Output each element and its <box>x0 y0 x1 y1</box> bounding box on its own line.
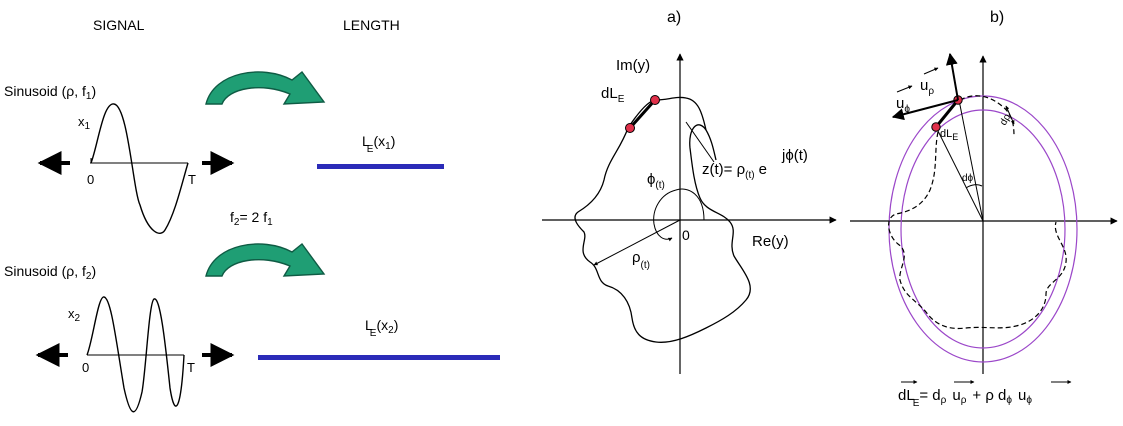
radius-line-2 <box>958 99 984 222</box>
phi-arc <box>653 188 705 242</box>
sinusoid-1-label: Sinusoid (ρ, f1) <box>4 83 96 102</box>
x1-label: x1 <box>78 114 91 132</box>
length-bar-2 <box>258 355 500 360</box>
origin-label-2: 0 <box>82 360 89 375</box>
sinusoid-1-plot: x1 0 T <box>37 103 235 234</box>
rho-vector <box>593 219 681 266</box>
u-rho-label: uρ <box>920 77 934 97</box>
panel-b-title: b) <box>990 9 1004 26</box>
drho-label: dρ <box>998 112 1013 128</box>
origin-label-1: 0 <box>87 172 94 187</box>
re-axis-label: Re(y) <box>752 233 789 250</box>
u-phi-label: uϕ <box>896 95 910 115</box>
phi-label: ϕ(t) <box>647 171 665 191</box>
period-label-1: T <box>188 172 196 187</box>
dphi-arc <box>965 184 983 189</box>
period-label-2: T <box>187 360 195 375</box>
u-rho-overarrow <box>923 67 939 75</box>
sinusoid-2-plot: x2 0 T <box>35 296 235 413</box>
signal-header: SIGNAL <box>93 17 145 33</box>
point-icon <box>931 122 941 132</box>
dl-segment <box>628 99 657 129</box>
z-exponent: jϕ(t) <box>781 147 808 164</box>
panel-a-title: a) <box>667 9 681 26</box>
rho-label: ρ(t) <box>632 249 650 271</box>
dl-label-a: dLE <box>601 85 625 105</box>
sine-wave-2 <box>86 296 185 413</box>
sinusoid-2-label: Sinusoid (ρ, f2) <box>4 263 96 282</box>
dashed-trajectory <box>888 95 1067 330</box>
complex-trajectory <box>574 124 751 343</box>
im-axis-label: Im(y) <box>616 57 650 74</box>
curved-arrow-icon <box>205 70 326 105</box>
u-phi-vector <box>891 99 959 121</box>
point-icon <box>650 95 660 105</box>
dl-segment-b <box>934 99 960 128</box>
frequency-relation: f2= 2 f1 <box>230 209 273 228</box>
point-icon <box>625 123 635 133</box>
dl-label-b: dLE <box>940 128 958 142</box>
z-leader-line <box>685 121 715 163</box>
origin-label: 0 <box>682 227 690 243</box>
radius-line-1 <box>935 126 984 222</box>
length-bar-1 <box>317 164 444 169</box>
inner-circle <box>900 109 1066 349</box>
dphi-label: dϕ <box>962 173 974 184</box>
drho-marker <box>1005 105 1015 125</box>
u-rho-vector <box>945 52 959 101</box>
curved-arrow-icon <box>205 242 326 277</box>
panel-a: a) Im(y) Re(y) 0 dLE z(t)= ρ(t)e jϕ(t) ϕ… <box>542 9 837 374</box>
sine-wave-1 <box>90 103 189 234</box>
length-header: LENGTH <box>343 17 400 33</box>
x2-label: x2 <box>68 306 81 324</box>
z-equation: z(t)= ρ(t)e <box>702 161 767 181</box>
u-phi-overarrow <box>896 85 913 93</box>
